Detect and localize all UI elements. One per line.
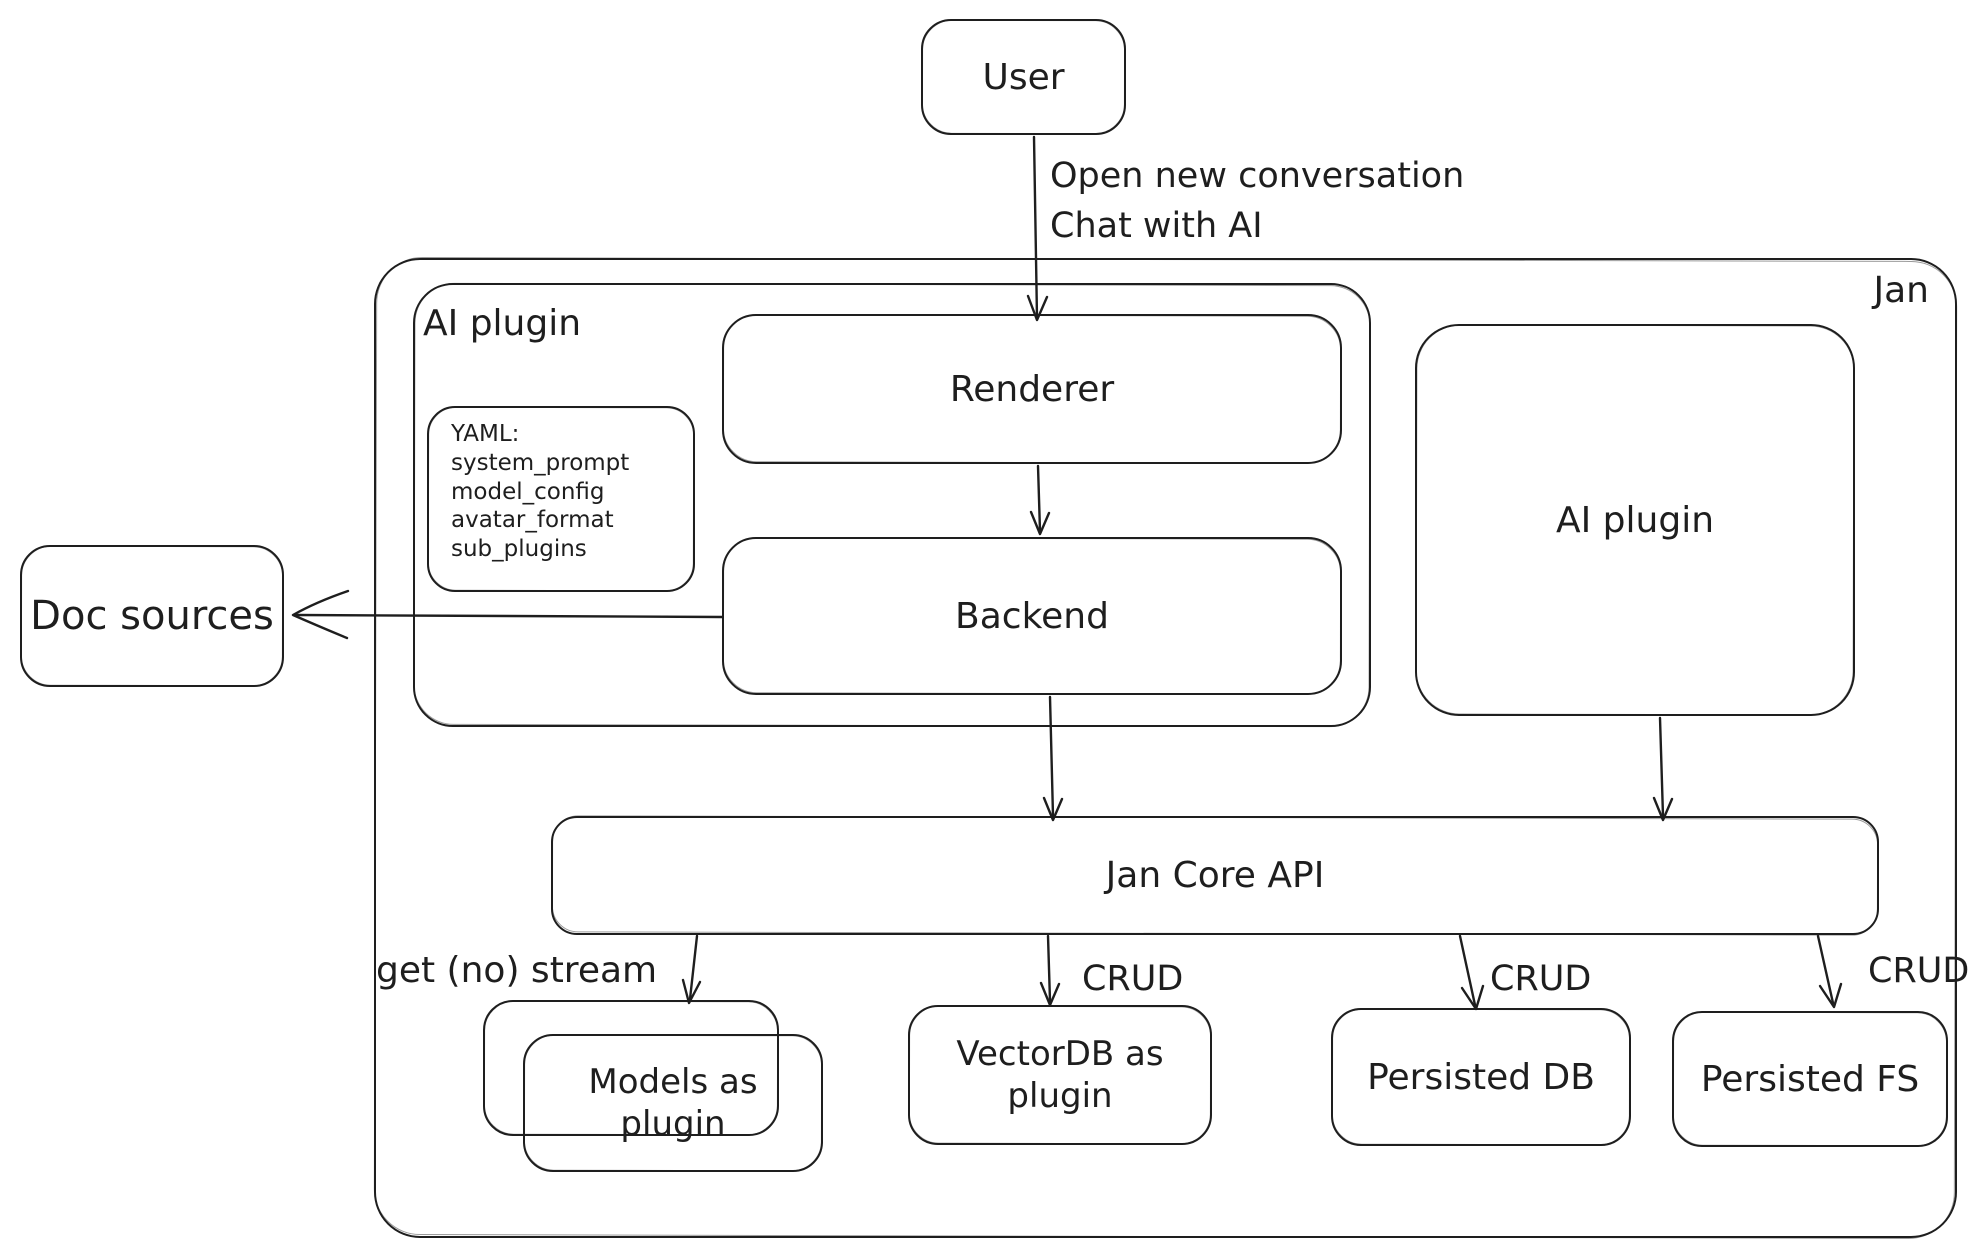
edge-label-open-conversation-line2: Chat with AI — [1050, 206, 1263, 246]
edge-label-crud-persisted-db: CRUD — [1490, 959, 1592, 999]
ai-plugin-right-node: AI plugin — [1415, 324, 1855, 716]
edge-label-open-conversation-line1: Open new conversation — [1050, 156, 1465, 196]
yaml-note-line: system_prompt — [451, 449, 630, 476]
yaml-note-line: model_config — [451, 478, 605, 505]
yaml-note-line: avatar_format — [451, 507, 614, 534]
jan-core-api-node-label: Jan Core API — [1105, 855, 1325, 896]
backend-node-label: Backend — [955, 595, 1109, 637]
persisted-db-node: Persisted DB — [1331, 1008, 1631, 1146]
user-node-label: User — [982, 56, 1065, 98]
models-as-plugin-node-label: Models as plugin — [588, 1061, 758, 1145]
ai-plugin-left-container-box: AI plugin — [413, 283, 1371, 727]
vectordb-as-plugin-node: VectorDB as plugin — [908, 1005, 1212, 1145]
ai-plugin-right-node-label: AI plugin — [1555, 499, 1715, 541]
jan-core-api-node: Jan Core API — [551, 816, 1879, 935]
ai-plugin-left-container-label: AI plugin — [423, 303, 582, 344]
renderer-node: Renderer — [722, 314, 1342, 464]
doc-sources-node: Doc sources — [20, 545, 284, 687]
yaml-note-node: YAML: system_prompt model_config avatar_… — [427, 406, 695, 592]
persisted-fs-node-label: Persisted FS — [1700, 1058, 1920, 1100]
vectordb-as-plugin-node-label: VectorDB as plugin — [956, 1033, 1164, 1117]
yaml-note-line: sub_plugins — [451, 536, 587, 562]
persisted-db-node-label: Persisted DB — [1367, 1056, 1595, 1098]
renderer-node-label: Renderer — [949, 368, 1115, 410]
yaml-note-line: YAML: — [451, 421, 520, 447]
backend-node: Backend — [722, 537, 1342, 695]
edge-label-crud-persisted-fs: CRUD — [1868, 951, 1970, 991]
jan-container-box: Jan — [374, 258, 1957, 1238]
edge-label-get-no-stream: get (no) stream — [376, 950, 658, 991]
models-as-plugin-node: Models as plugin — [523, 1034, 823, 1172]
edge-label-crud-vectordb: CRUD — [1082, 959, 1184, 999]
persisted-fs-node: Persisted FS — [1672, 1011, 1948, 1147]
user-node: User — [921, 19, 1126, 135]
jan-container-label: Jan — [1873, 270, 1930, 311]
doc-sources-node-label: Doc sources — [30, 593, 274, 639]
